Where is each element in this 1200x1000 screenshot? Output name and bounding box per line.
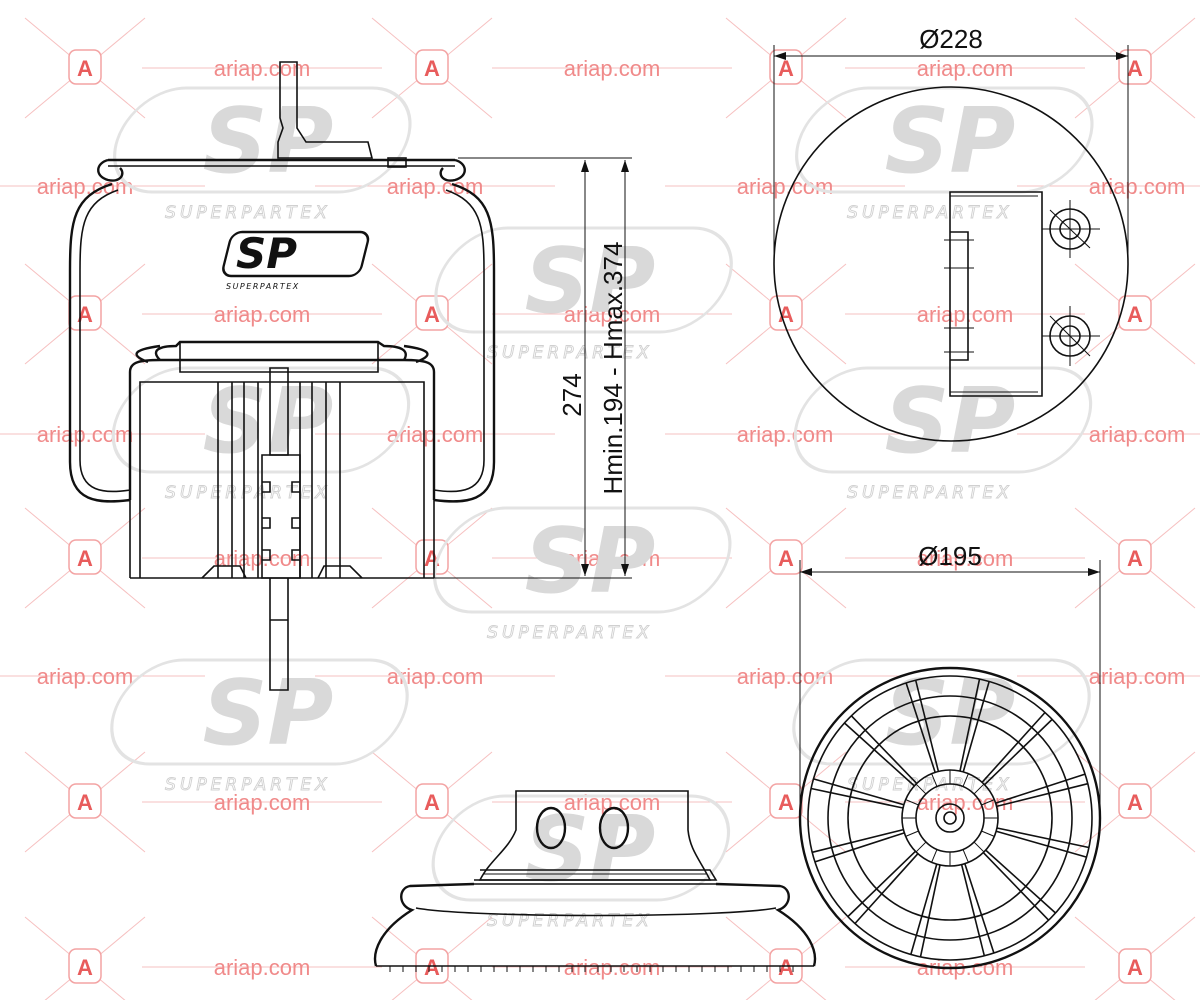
watermark-site-text: ariap.com (564, 56, 661, 81)
watermark-site-text: ariap.com (387, 174, 484, 199)
watermark-badge (1118, 783, 1152, 819)
watermark-badge-letter: A (424, 790, 440, 815)
watermark-badge-letter: A (778, 546, 794, 571)
watermark-badge-letter: A (77, 56, 93, 81)
watermark-badge (415, 783, 449, 819)
watermark-badge (415, 295, 449, 331)
watermark-site-text: ariap.com (917, 302, 1014, 327)
bottom-diameter-dimension: Ø195 (799, 541, 1101, 818)
watermark-badge (1118, 539, 1152, 575)
height-label: 274 (557, 373, 587, 416)
brand-watermark-name: SUPERPARTEX (487, 343, 653, 363)
top-view (773, 86, 1129, 442)
watermark-site-text: ariap.com (214, 302, 311, 327)
watermark-badge (1118, 948, 1152, 984)
watermark-badge-letter: A (1127, 302, 1143, 327)
watermark-site-text: ariap.com (214, 955, 311, 980)
watermark-site-text: ariap.com (37, 422, 134, 447)
watermark-badge-letter: A (77, 955, 93, 980)
watermark-badge-letter: A (1127, 56, 1143, 81)
watermark-badge-letter: A (1127, 546, 1143, 571)
side-view: SP SUPERPARTEX (68, 61, 496, 691)
brand-watermark-initials: SP (203, 369, 334, 474)
watermark-site-text: ariap.com (1089, 422, 1186, 447)
watermark-badge-letter: A (424, 955, 440, 980)
superpartex-logo: SP SUPERPARTEX (222, 229, 370, 291)
watermark-badge-letter: A (778, 56, 794, 81)
brand-watermark-initials: SP (203, 661, 334, 766)
watermark-badge (68, 948, 102, 984)
top-diameter-label: Ø228 (919, 24, 983, 54)
watermark-badge-letter: A (1127, 790, 1143, 815)
brand-watermark-initials: SP (885, 89, 1016, 194)
watermark-site-text: ariap.com (917, 546, 1014, 571)
height-range-label: Hmin.194 - Hmax.374 (598, 242, 628, 495)
watermark-badge (68, 783, 102, 819)
svg-text:SP: SP (236, 229, 297, 278)
watermark-site-text: ariap.com (214, 56, 311, 81)
watermark-badge (769, 539, 803, 575)
watermark-badge (1118, 49, 1152, 85)
watermark-badge (1118, 295, 1152, 331)
watermark-site-text: ariap.com (917, 56, 1014, 81)
watermark-badge-letter: A (424, 56, 440, 81)
watermark-badge-letter: A (778, 790, 794, 815)
watermark-site-text: ariap.com (1089, 664, 1186, 689)
watermark-site-text: ariap.com (564, 546, 661, 571)
watermark-badge-letter: A (77, 302, 93, 327)
watermark-site-text: ariap.com (37, 174, 134, 199)
watermark-badge (68, 539, 102, 575)
brand-watermark-name: SUPERPARTEX (165, 775, 331, 795)
top-diameter-dimension: Ø228 (773, 24, 1129, 264)
brand-watermark-name: SUPERPARTEX (165, 483, 331, 503)
brand-watermark-name: SUPERPARTEX (847, 203, 1013, 223)
watermark-badge-letter: A (778, 955, 794, 980)
watermark-site-text: ariap.com (214, 790, 311, 815)
brand-watermark-initials: SP (525, 509, 656, 614)
watermark-site-text: ariap.com (564, 302, 661, 327)
watermark-badge-letter: A (1127, 955, 1143, 980)
watermark-site-text: ariap.com (737, 422, 834, 447)
bottom-diameter-label: Ø195 (918, 541, 982, 571)
brand-watermark-initials: SP (885, 661, 1016, 766)
watermark-badge (415, 49, 449, 85)
brand-watermark-initials: SP (525, 797, 656, 902)
brand-watermark-name: SUPERPARTEX (165, 203, 331, 223)
watermark-site-text: ariap.com (1089, 174, 1186, 199)
watermark-site-text: ariap.com (564, 790, 661, 815)
watermark-badge-letter: A (77, 546, 93, 571)
svg-text:SUPERPARTEX: SUPERPARTEX (226, 282, 300, 291)
brand-watermark-name: SUPERPARTEX (847, 775, 1013, 795)
watermark-site-text: ariap.com (737, 174, 834, 199)
watermark-badge (769, 49, 803, 85)
front-view (373, 790, 817, 972)
brand-watermark-name: SUPERPARTEX (487, 623, 653, 643)
watermark-badge-letter: A (77, 790, 93, 815)
brand-watermark-initials: SP (525, 229, 656, 334)
height-dimension: 274 Hmin.194 - Hmax.374 (300, 157, 632, 579)
watermark-site-text: ariap.com (737, 664, 834, 689)
watermark-badge-letter: A (778, 302, 794, 327)
watermark-site-text: ariap.com (37, 664, 134, 689)
brand-watermark-name: SUPERPARTEX (847, 483, 1013, 503)
watermark-badge (68, 49, 102, 85)
watermark-site-text: ariap.com (564, 955, 661, 980)
